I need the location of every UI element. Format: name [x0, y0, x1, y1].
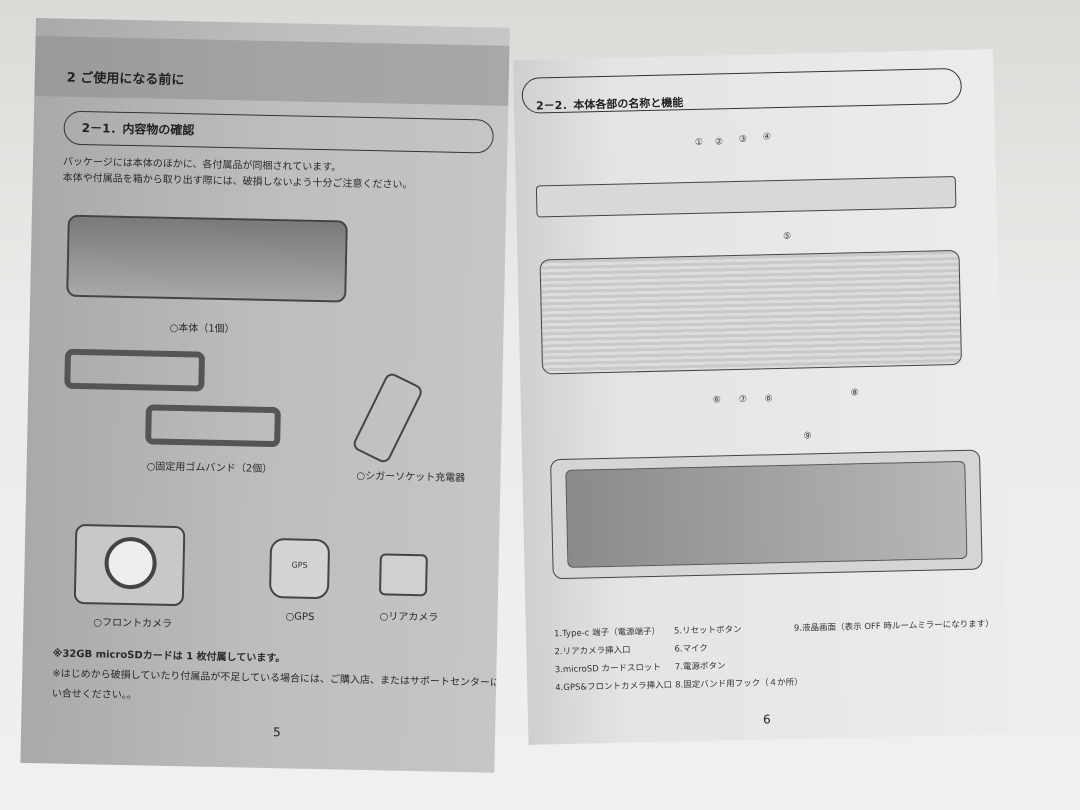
intro-line: 本体や付属品を箱から取り出す際には、破損しないよう十分ご注意ください。	[62, 172, 413, 191]
rear-camera-caption: ○リアカメラ	[379, 611, 439, 624]
gps-label: GPS	[291, 560, 308, 570]
section-title: 2－1．内容物の確認	[81, 120, 195, 138]
page-number: 5	[272, 725, 281, 740]
body-caption: ○本体（1個）	[169, 322, 235, 336]
legend-item: 6.マイク	[674, 643, 708, 655]
callout-1: ①	[694, 137, 704, 148]
chapter-title: 2 ご使用になる前に	[66, 70, 185, 89]
legend-item: 3.microSD カードスロット	[554, 662, 662, 676]
callout-6b: ⑥	[764, 394, 773, 405]
rubber-band-illustration	[64, 348, 206, 392]
mirror-top-view	[535, 175, 957, 218]
manual-page-6: 2－2．本体各部の名称と機能 ① ② ③ ④ ⑤ ⑥ ⑦ ⑥ ⑧ ⑨ 1.Typ…	[513, 49, 1009, 745]
legend-item: 5.リセットボタン	[673, 624, 742, 637]
callout-3: ③	[738, 134, 748, 145]
mirror-body-illustration	[66, 214, 348, 303]
mirror-back-view	[539, 249, 963, 375]
mirror-front-view	[550, 449, 983, 580]
legend-item: 1.Type-c 端子（電源端子）	[553, 626, 661, 640]
cigar-charger-illustration	[350, 370, 425, 465]
charger-caption: ○シガーソケット充電器	[356, 470, 466, 485]
gps-caption: ○GPS	[285, 611, 315, 623]
manual-page-5: 2 ご使用になる前に 2－1．内容物の確認 パッケージには本体のほかに、各付属品…	[20, 18, 510, 773]
rubber-band-illustration	[145, 404, 281, 448]
note-line: い合せください。。	[51, 688, 137, 702]
legend-item: 4.GPS&フロントカメラ挿入口	[555, 680, 673, 694]
section-title: 2－2．本体各部の名称と機能	[535, 96, 684, 113]
note-line: ※32GB microSDカードは 1 枚付属しています。	[52, 648, 286, 665]
rear-camera-illustration	[378, 553, 428, 597]
legend-item: 9.液晶画面（表示 OFF 時ルームミラーになります）	[793, 619, 994, 634]
gps-module-illustration: GPS	[268, 538, 331, 600]
band-caption: ○固定用ゴムバンド（2個）	[146, 461, 273, 476]
callout-2: ②	[714, 137, 724, 148]
legend-item: 8.固定バンド用フック（４か所）	[675, 677, 803, 691]
callout-9: ⑨	[803, 431, 812, 442]
legend-item: 7.電源ボタン	[674, 661, 726, 673]
callout-5: ⑤	[782, 231, 792, 242]
callout-8: ⑧	[850, 388, 859, 399]
legend-item: 2.リアカメラ挿入口	[554, 645, 631, 658]
callout-4: ④	[762, 132, 772, 143]
front-camera-illustration	[73, 523, 186, 607]
callout-7: ⑦	[738, 394, 747, 405]
front-camera-caption: ○フロントカメラ	[93, 617, 173, 630]
page-number: 6	[762, 712, 771, 727]
callout-6: ⑥	[712, 395, 721, 406]
